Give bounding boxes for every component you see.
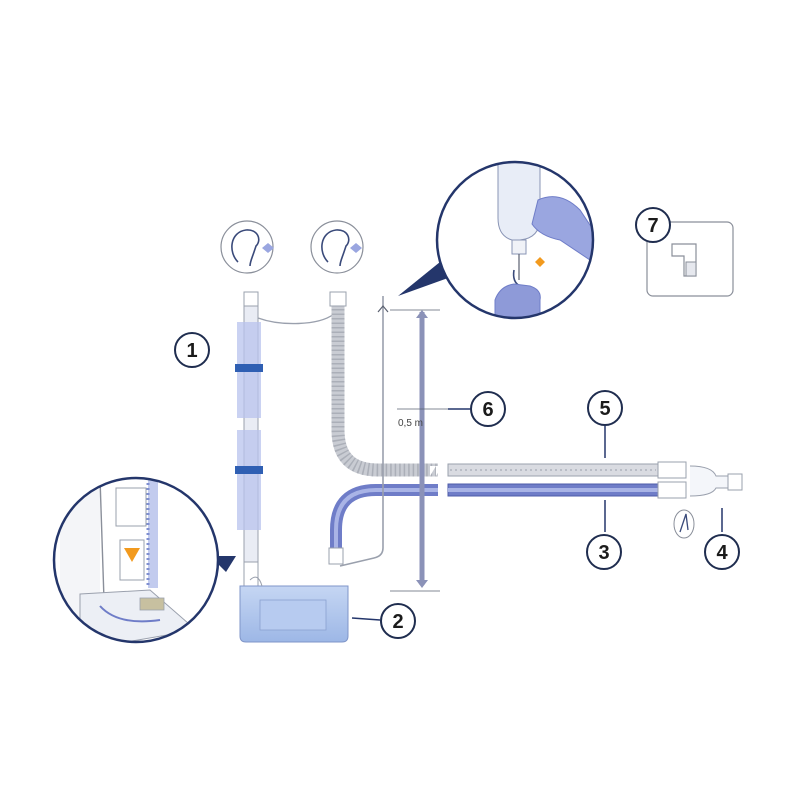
svg-text:2: 2 xyxy=(392,611,403,633)
y-piece-connector xyxy=(657,461,743,499)
callout-2: 2 xyxy=(380,603,416,639)
patient-head-icon xyxy=(220,220,274,274)
blue-expiratory-tube xyxy=(328,484,438,565)
horizontal-expiratory-tube xyxy=(447,483,659,497)
connecting-wire xyxy=(257,313,335,325)
callout-1: 1 xyxy=(174,332,210,368)
callout-7: 7 xyxy=(635,207,671,243)
zoom-detail-chamber-port xyxy=(52,476,236,644)
svg-text:1: 1 xyxy=(186,340,197,362)
patient-head-icon xyxy=(310,220,364,274)
height-note: 0,5 m xyxy=(398,418,423,429)
leader-lines xyxy=(351,408,723,621)
zoom-detail-water-bag xyxy=(398,160,595,320)
adapter-box xyxy=(646,221,734,297)
elbow-adapter-icon xyxy=(671,243,697,277)
svg-text:5: 5 xyxy=(599,398,610,420)
svg-text:4: 4 xyxy=(716,542,728,564)
svg-text:3: 3 xyxy=(598,542,609,564)
tube-band xyxy=(235,364,263,372)
callout-6: 6 xyxy=(470,391,506,427)
grey-corrugated-tube xyxy=(329,291,438,477)
temperature-probe-line xyxy=(339,296,384,567)
svg-text:7: 7 xyxy=(647,215,658,237)
humidifier-chamber xyxy=(239,561,349,643)
sensor-clip-icon xyxy=(673,509,695,539)
tube-band xyxy=(235,466,263,474)
svg-text:6: 6 xyxy=(482,399,493,421)
horizontal-inspiratory-tube xyxy=(447,463,659,477)
left-vertical-tube xyxy=(235,291,263,568)
height-indicator: 0,5 m xyxy=(390,309,448,592)
water-bag-icon xyxy=(497,162,541,241)
callout-3: 3 xyxy=(586,534,622,570)
callout-5: 5 xyxy=(587,390,623,426)
callout-4: 4 xyxy=(704,534,740,570)
